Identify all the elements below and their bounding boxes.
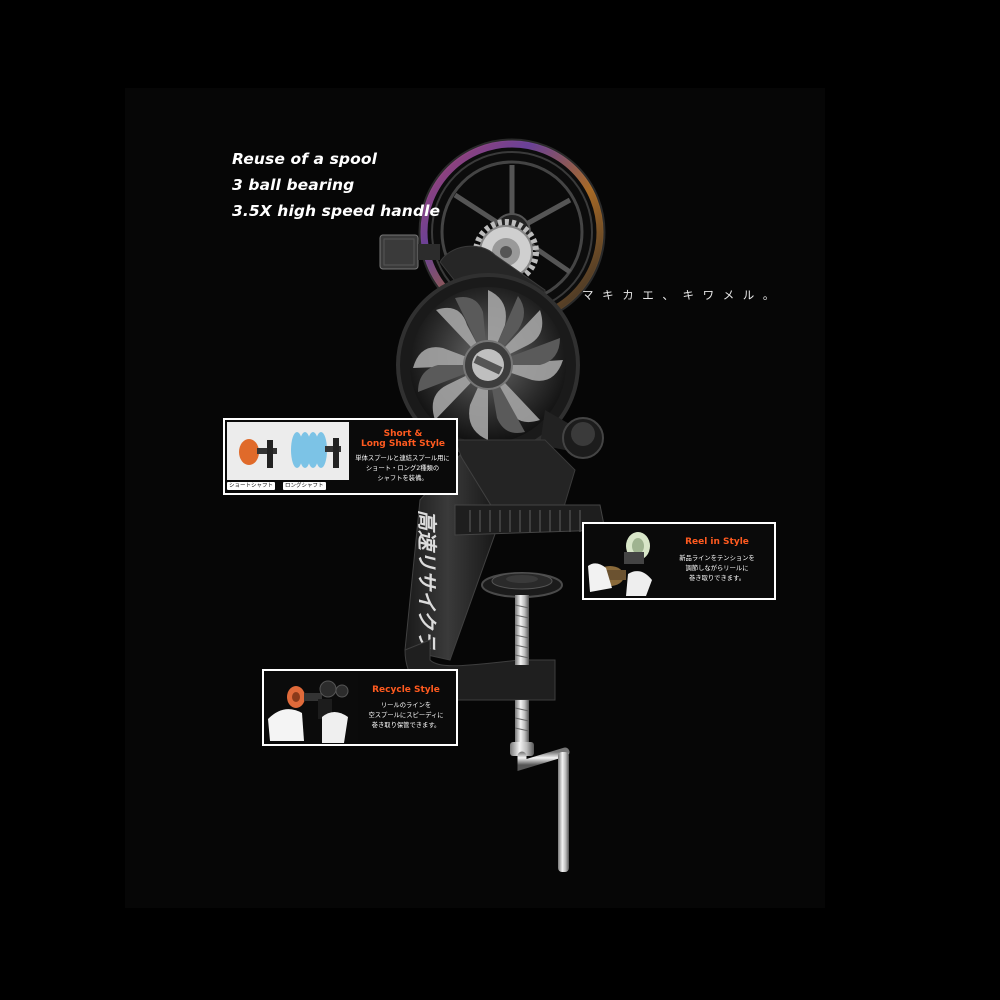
winder-body bbox=[404, 439, 606, 661]
recycle-photo bbox=[266, 673, 358, 743]
callout-title: Reel in Style bbox=[685, 537, 749, 547]
callout-desc-line3: 巻き取り保管できます。 bbox=[371, 722, 441, 729]
caption-short-shaft: ショートシャフト bbox=[227, 482, 276, 490]
callout-reel-in-style: Reel in Style 新品ラインをテンションを 調節しながらリールに 巻き… bbox=[582, 522, 776, 600]
callout-desc-line1: 新品ラインをテンションを bbox=[679, 555, 755, 562]
callout-desc-line2: 空スプールにスピーディに bbox=[368, 712, 444, 719]
reel-in-photo bbox=[586, 526, 656, 596]
callout-title: Recycle Style bbox=[372, 685, 440, 695]
callout-short-long-shaft: ショートシャフト ロングシャフト Short & Long Shaft Styl… bbox=[223, 418, 458, 495]
callout-desc-line3: シャフトを装備。 bbox=[377, 475, 428, 482]
feature-list: Reuse of a spool 3 ball bearing 3.5X hig… bbox=[232, 146, 440, 224]
tension-knob bbox=[379, 234, 440, 270]
callout-desc-line2: 調節しながらリールに bbox=[685, 565, 749, 572]
feature-item: Reuse of a spool bbox=[232, 150, 378, 168]
tagline: マキカエ、キワメル。 bbox=[582, 288, 783, 302]
callout-desc-line1: リールのラインを bbox=[380, 702, 432, 709]
callout-title-line1: Short & bbox=[383, 429, 423, 439]
callout-desc-line1: 単体スプールと連結スプール用に bbox=[355, 455, 450, 462]
feature-item: 3 ball bearing bbox=[232, 176, 355, 194]
crank-handle bbox=[510, 742, 570, 872]
feature-item: 3.5X high speed handle bbox=[232, 202, 441, 220]
callout-recycle-style: Recycle Style リールのラインを 空スプールにスピーディに 巻き取り… bbox=[262, 669, 458, 746]
c-clamp bbox=[404, 572, 563, 745]
callout-title-line2: Long Shaft Style bbox=[360, 439, 446, 449]
fan-housing bbox=[396, 273, 580, 457]
callout-desc-line3: 巻き取りできます。 bbox=[688, 575, 746, 582]
caption-long-shaft: ロングシャフト bbox=[283, 482, 326, 490]
shaft-photo bbox=[227, 422, 349, 480]
side-knob bbox=[540, 410, 604, 459]
callout-desc-line2: ショート・ロング2種類の bbox=[365, 465, 440, 472]
